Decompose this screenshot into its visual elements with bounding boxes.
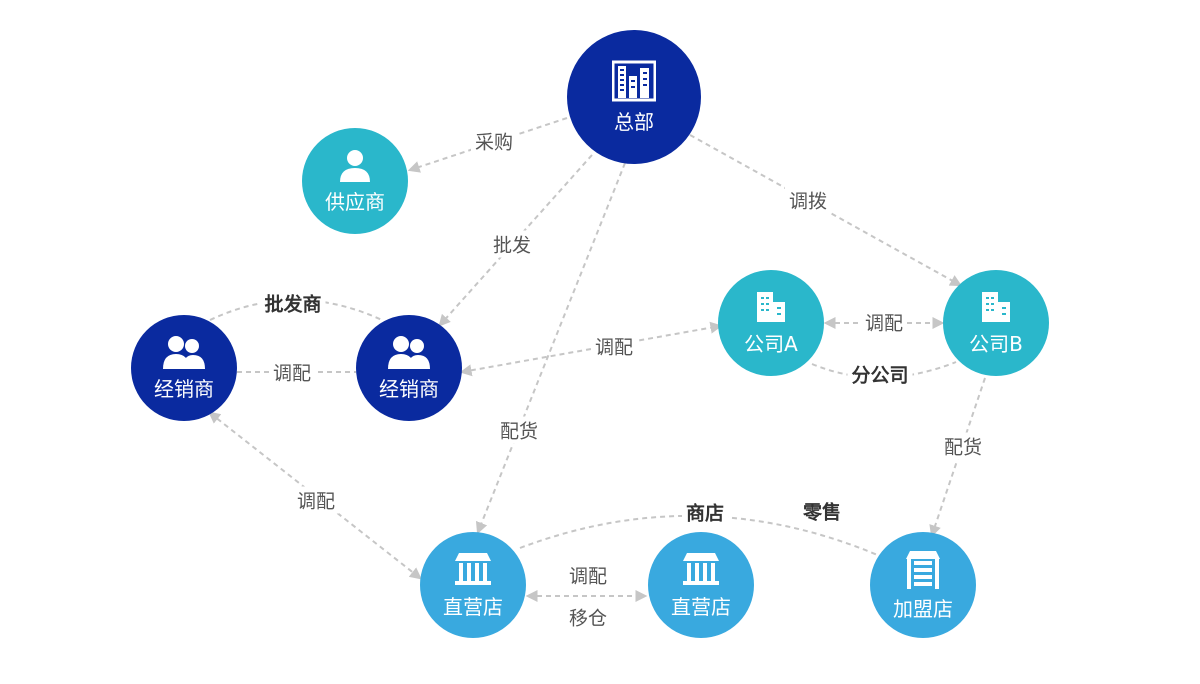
node-dealer-1[interactable]: 经销商 (131, 315, 237, 421)
group-label-shop: 商店 (681, 498, 729, 526)
edge-label-allocate: 调配 (590, 332, 638, 360)
node-hq[interactable]: 总部 (567, 30, 701, 164)
building-icon (757, 291, 785, 322)
edge-label-distribute: 配货 (495, 416, 543, 444)
edge-label-allocate: 调配 (860, 308, 908, 336)
arc-branch (811, 361, 957, 379)
edge-label-purchase: 采购 (470, 127, 518, 155)
node-franchise-store[interactable]: 加盟店 (870, 532, 976, 638)
node-direct-store-1[interactable]: 直营店 (420, 532, 526, 638)
shop-shutter-icon (906, 550, 940, 589)
building-icon (982, 291, 1010, 322)
edge-label-distribute: 配货 (939, 432, 987, 460)
node-label: 公司A (744, 331, 798, 356)
node-label: 总部 (614, 109, 654, 134)
node-label: 公司B (969, 331, 1023, 356)
node-label: 直营店 (671, 594, 731, 619)
node-supplier[interactable]: 供应商 (302, 128, 408, 234)
edge-label-move-warehouse: 移仓 (564, 603, 612, 631)
edge-label-allocate: 调配 (564, 561, 612, 589)
node-label: 经销商 (379, 376, 439, 401)
edge-dealer-companyA (459, 321, 723, 377)
node-company-a[interactable]: 公司A (718, 270, 824, 376)
node-direct-store-2[interactable]: 直营店 (648, 532, 754, 638)
edge-label-transfer: 调拨 (784, 186, 832, 214)
edge-hq-dealer (438, 154, 593, 327)
office-building-icon (612, 60, 656, 101)
store-icon (683, 552, 719, 585)
node-label: 加盟店 (893, 596, 953, 621)
arc-wholesaler (209, 299, 383, 321)
node-company-b[interactable]: 公司B (943, 270, 1049, 376)
store-icon (455, 552, 491, 585)
node-dealer-2[interactable]: 经销商 (356, 315, 462, 421)
users-icon (163, 335, 205, 369)
edge-label-wholesale: 批发 (488, 230, 536, 258)
node-label: 供应商 (325, 189, 385, 214)
node-label: 直营店 (443, 594, 503, 619)
group-label-retail: 零售 (798, 497, 846, 525)
group-label-wholesaler: 批发商 (260, 289, 326, 317)
group-label-branch: 分公司 (847, 360, 913, 388)
node-label: 经销商 (154, 376, 214, 401)
edge-label-allocate: 调配 (292, 486, 340, 514)
person-icon (340, 149, 370, 182)
edge-label-allocate: 调配 (268, 358, 316, 386)
users-icon (388, 335, 430, 369)
